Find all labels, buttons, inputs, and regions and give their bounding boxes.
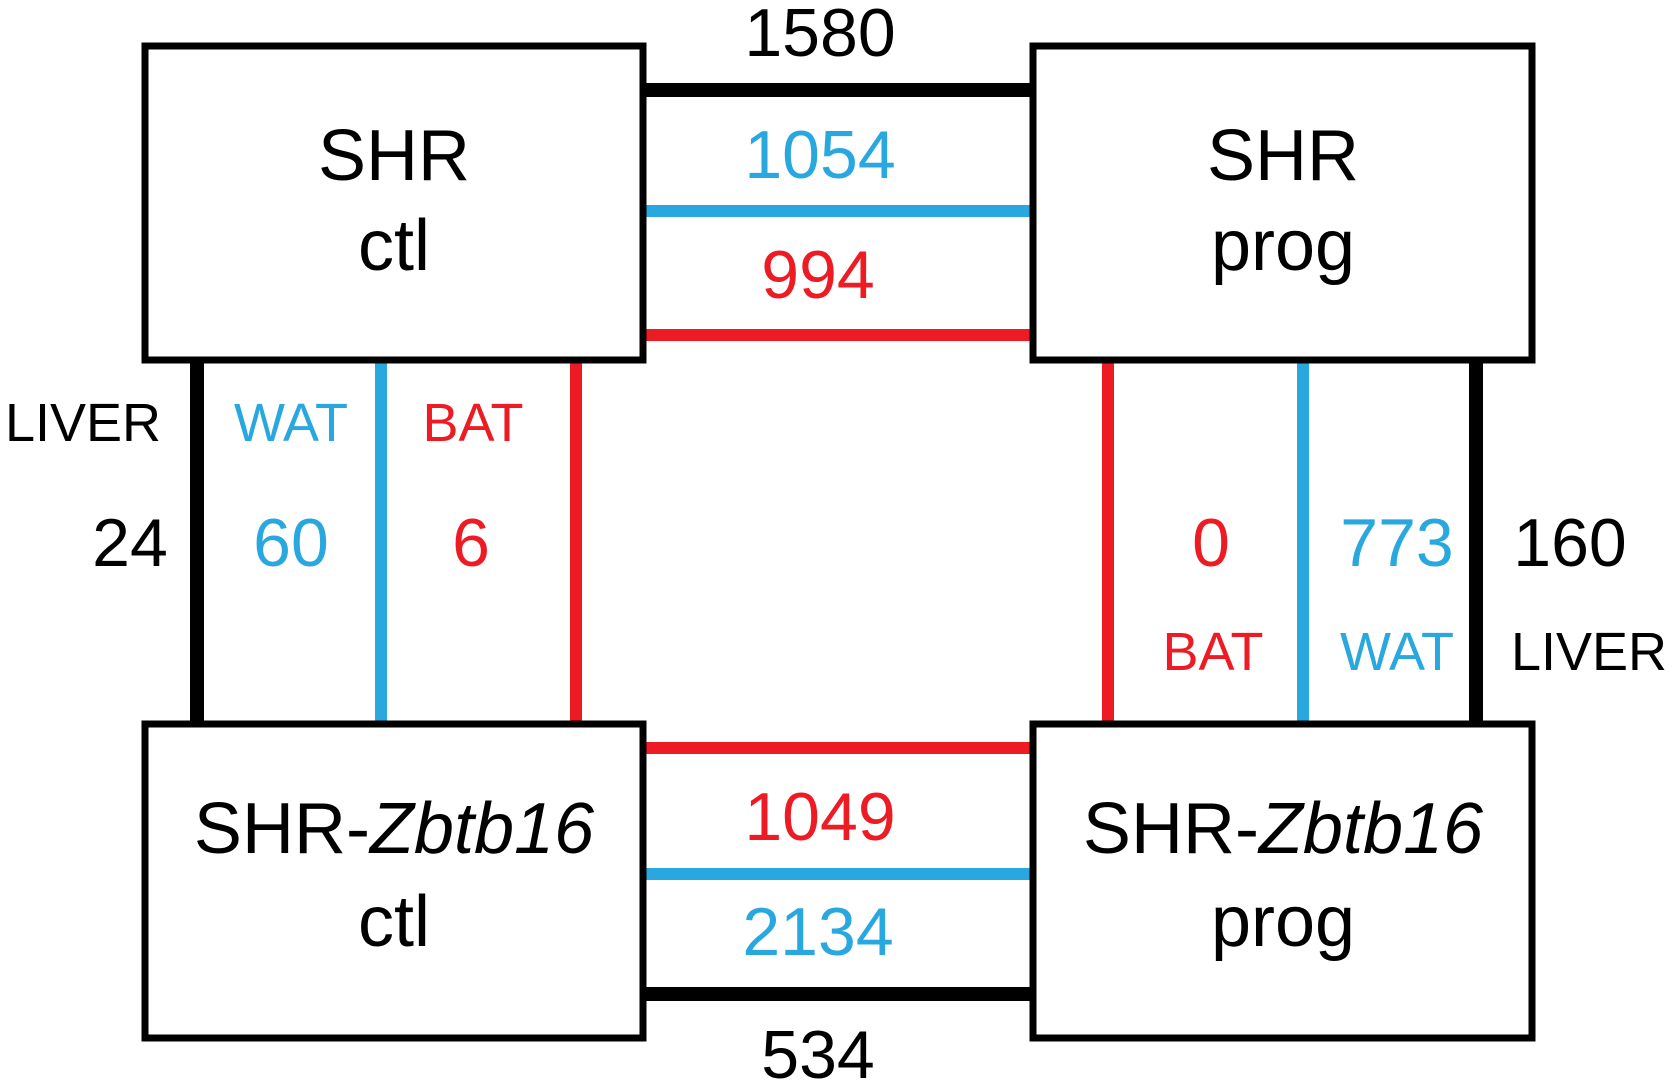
- shr-ctl-line1: SHR: [318, 116, 470, 196]
- bottom-liver-value: 534: [761, 1017, 874, 1083]
- left-liver-label: LIVER: [5, 393, 161, 453]
- top-wat-value: 1054: [744, 117, 895, 193]
- left-bat-label: BAT: [422, 393, 523, 453]
- zbtb16-ctl-prefix: SHR-: [194, 789, 370, 869]
- zbtb16-prog-line2: prog: [1211, 882, 1355, 962]
- top-bat-value: 994: [761, 237, 874, 313]
- zbtb16-prog-gene: Zbtb16: [1257, 789, 1484, 869]
- zbtb16-ctl-gene: Zbtb16: [368, 789, 595, 869]
- shr-ctl-line2: ctl: [358, 206, 430, 286]
- box-shr-prog: [1029, 42, 1536, 364]
- right-liver-value: 160: [1513, 505, 1626, 581]
- top-liver-value: 1580: [744, 0, 895, 71]
- right-wat-value: 773: [1340, 505, 1453, 581]
- left-wat-label: WAT: [234, 393, 348, 453]
- right-wat-label: WAT: [1340, 622, 1454, 682]
- left-bat-value: 6: [452, 505, 490, 581]
- bottom-bat-value: 1049: [744, 779, 895, 855]
- zbtb16-prog-line1: SHR-Zbtb16: [1083, 789, 1484, 869]
- right-bat-label: BAT: [1162, 622, 1263, 682]
- zbtb16-ctl-line2: ctl: [358, 882, 430, 962]
- bottom-wat-value: 2134: [742, 894, 893, 970]
- box-shr-zbtb16-ctl: [141, 720, 647, 1042]
- shr-prog-line1: SHR: [1207, 116, 1359, 196]
- shr-prog-line2: prog: [1211, 206, 1355, 286]
- left-wat-value: 60: [253, 505, 329, 581]
- right-liver-label: LIVER: [1511, 622, 1667, 682]
- box-shr-zbtb16-prog: [1029, 720, 1536, 1042]
- zbtb16-ctl-line1: SHR-Zbtb16: [194, 789, 595, 869]
- right-bat-value: 0: [1192, 505, 1230, 581]
- zbtb16-prog-prefix: SHR-: [1083, 789, 1259, 869]
- box-shr-ctl: [141, 42, 647, 364]
- left-liver-value: 24: [92, 505, 168, 581]
